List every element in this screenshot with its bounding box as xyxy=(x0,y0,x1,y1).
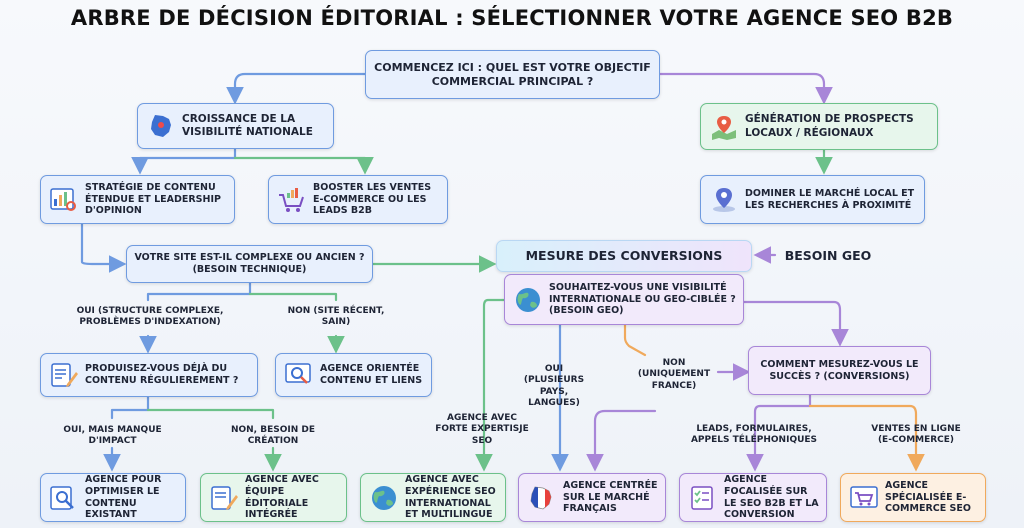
agency-international-node: AGENCE AVEC EXPÉRIENCE SEO INTERNATIONAL… xyxy=(360,473,506,522)
map-pin-icon xyxy=(709,114,739,140)
shopping-cart-icon xyxy=(277,187,307,213)
visibility-question-node: SOUHAITEZ-VOUS UNE VISIBILITÉ INTERNATIO… xyxy=(504,274,744,325)
content-strategy-label: STRATÉGIE DE CONTENU ÉTENDUE ET LEADERSH… xyxy=(85,181,221,217)
agency-french-label: AGENCE CENTRÉE SUR LE MARCHÉ FRANÇAIS xyxy=(563,479,658,515)
dominate-local-node: DOMINER LE MARCHÉ LOCAL ET LES RECHERCHE… xyxy=(700,175,925,224)
page-title: ARBRE DE DÉCISION ÉDITORIAL : SÉLECTIONN… xyxy=(70,6,954,30)
agency-international-label: AGENCE AVEC EXPÉRIENCE SEO INTERNATIONAL… xyxy=(405,473,496,521)
boost-sales-node: BOOSTER LES VENTES E-COMMERCE OU LES LEA… xyxy=(268,175,448,224)
local-leads-label: GÉNÉRATION DE PROSPECTS LOCAUX / RÉGIONA… xyxy=(745,113,914,139)
globe-icon xyxy=(369,485,399,511)
france-map-icon xyxy=(146,113,176,139)
dominate-local-label: DOMINER LE MARCHÉ LOCAL ET LES RECHERCHE… xyxy=(745,187,915,211)
measure-success-label: COMMENT MESUREZ-VOUS LE SUCCÈS ? (CONVER… xyxy=(760,358,919,382)
visibility-question-label: SOUHAITEZ-VOUS UNE VISIBILITÉ INTERNATIO… xyxy=(549,281,736,317)
edge-label-non-creation: NON, BESOIN DE CRÉATION xyxy=(230,425,316,447)
edge-label-leads: LEADS, FORMULAIRES, APPELS TÉLÉPHONIQUES xyxy=(690,424,818,446)
edge-label-forte-expertise: AGENCE AVEC FORTE EXPERTISJE SEO xyxy=(435,413,529,446)
site-complex-label: VOTRE SITE EST-IL COMPLEXE OU ANCIEN ? (… xyxy=(134,252,365,275)
agency-b2b-label: AGENCE FOCALISÉE SUR LE SEO B2B ET LA CO… xyxy=(724,473,819,521)
agency-ecommerce-label: AGENCE SPÉCIALISÉE E-COMMERCE SEO xyxy=(885,479,971,515)
agency-ecommerce-node: AGENCE SPÉCIALISÉE E-COMMERCE SEO xyxy=(840,473,986,522)
analytics-document-icon xyxy=(49,187,79,213)
checklist-icon xyxy=(688,485,718,511)
site-complex-node: VOTRE SITE EST-IL COMPLEXE OU ANCIEN ? (… xyxy=(126,245,373,283)
agency-editorial-label: AGENCE AVEC ÉQUIPE ÉDITORIALE INTÉGRÉE xyxy=(245,473,319,521)
edit-document-icon xyxy=(49,362,79,388)
edge-label-oui-structure: OUI (STRUCTURE COMPLEXE, PROBLÈMES D'IND… xyxy=(76,306,224,328)
local-leads-node: GÉNÉRATION DE PROSPECTS LOCAUX / RÉGIONA… xyxy=(700,103,938,150)
start-question-label: COMMENCEZ ICI : QUEL EST VOTRE OBJECTIF … xyxy=(374,60,651,88)
editorial-icon xyxy=(209,485,239,511)
mesure-conversions-node: MESURE DES CONVERSIONS xyxy=(496,240,752,272)
agency-optimize-node: AGENCE POUR OPTIMISER LE CONTENU EXISTAN… xyxy=(40,473,186,522)
measure-success-node: COMMENT MESUREZ-VOUS LE SUCCÈS ? (CONVER… xyxy=(748,346,931,395)
agency-b2b-node: AGENCE FOCALISÉE SUR LE SEO B2B ET LA CO… xyxy=(679,473,827,522)
location-icon xyxy=(709,187,739,213)
national-visibility-node: CROISSANCE DE LA VISIBILITÉ NATIONALE xyxy=(137,103,334,149)
france-flag-icon xyxy=(527,485,557,511)
edge-label-non-recent: NON (SITE RÉCENT, SAIN) xyxy=(287,306,385,328)
produce-content-label: PRODUISEZ-VOUS DÉJÀ DU CONTENU RÉGULIERE… xyxy=(85,363,239,386)
besoin-geo-label-box: BESOIN GEO xyxy=(778,244,878,268)
search-document-icon xyxy=(49,485,79,511)
content-strategy-node: STRATÉGIE DE CONTENU ÉTENDUE ET LEADERSH… xyxy=(40,175,235,224)
besoin-geo-label: BESOIN GEO xyxy=(784,248,872,264)
edge-label-oui-plusieurs: OUI (PLUSIEURS PAYS, LANGUES) xyxy=(523,364,585,408)
agency-content-links-node: AGENCE ORIENTÉE CONTENU ET LIENS xyxy=(275,353,432,397)
agency-editorial-node: AGENCE AVEC ÉQUIPE ÉDITORIALE INTÉGRÉE xyxy=(200,473,347,522)
agency-optimize-label: AGENCE POUR OPTIMISER LE CONTENU EXISTAN… xyxy=(85,473,162,521)
agency-french-node: AGENCE CENTRÉE SUR LE MARCHÉ FRANÇAIS xyxy=(518,473,666,522)
edge-label-oui-impact: OUI, MAIS MANQUE D'IMPACT xyxy=(63,425,162,447)
national-visibility-label: CROISSANCE DE LA VISIBILITÉ NATIONALE xyxy=(182,112,313,138)
edge-label-ventes: VENTES EN LIGNE (E-COMMERCE) xyxy=(871,424,961,446)
cart-icon xyxy=(849,485,879,511)
boost-sales-label: BOOSTER LES VENTES E-COMMERCE OU LES LEA… xyxy=(313,181,432,217)
search-analytics-icon xyxy=(284,362,314,388)
produce-content-node: PRODUISEZ-VOUS DÉJÀ DU CONTENU RÉGULIERE… xyxy=(40,353,258,397)
edge-label-non-france: NON (UNIQUEMENT FRANCE) xyxy=(637,358,711,391)
mesure-conversions-label: MESURE DES CONVERSIONS xyxy=(525,248,723,264)
globe-icon xyxy=(513,287,543,313)
start-question-node: COMMENCEZ ICI : QUEL EST VOTRE OBJECTIF … xyxy=(365,50,660,99)
agency-content-links-label: AGENCE ORIENTÉE CONTENU ET LIENS xyxy=(320,363,423,386)
